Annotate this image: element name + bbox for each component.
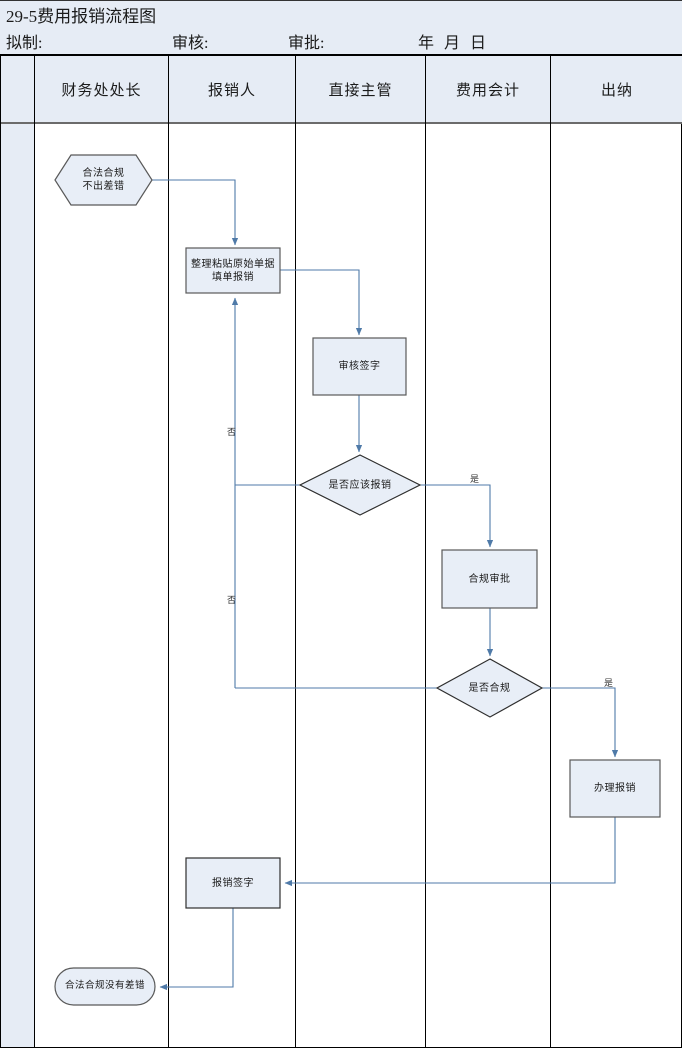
lane-stub <box>1 56 35 1047</box>
edge-label-no-upper: 否 <box>227 427 237 437</box>
field-approve: 审批: <box>288 35 325 52</box>
node-end-label: 合法合规没有差错 <box>64 981 145 991</box>
edge-label-yes-should: 是 <box>470 474 480 484</box>
node-pay-label: 办理报销 <box>594 783 636 794</box>
page-title: 29-5费用报销流程图 <box>6 7 157 26</box>
edge-label-yes-compliant: 是 <box>604 678 614 688</box>
lane-header-stub <box>1 56 34 124</box>
node-should-label: 是否应该报销 <box>328 479 392 491</box>
node-approval-label: 合规审批 <box>468 573 511 585</box>
lane-header-supervisor: 直接主管 <box>296 56 425 124</box>
node-sign-label: 审核签字 <box>338 361 381 372</box>
lane-supervisor: 直接主管 <box>296 56 426 1047</box>
field-date: 年 月 日 <box>418 35 490 52</box>
lane-header-cost-accountant: 费用会计 <box>426 56 550 124</box>
lane-claimant: 报销人 <box>169 56 296 1047</box>
lane-header-finance-director: 财务处处长 <box>35 56 168 124</box>
lane-header-cashier: 出纳 <box>551 56 682 124</box>
node-start-label: 合法合规 不出差错 <box>82 168 125 192</box>
lane-cost-accountant: 费用会计 <box>426 56 551 1047</box>
swimlane-table: 财务处处长 报销人 直接主管 费用会计 出纳 <box>0 56 682 1048</box>
field-review: 审核: <box>172 35 209 52</box>
lane-cashier: 出纳 <box>551 56 682 1047</box>
field-draft: 拟制: <box>6 35 43 52</box>
node-receipt-label: 报销签字 <box>212 877 254 889</box>
edge-label-no-lower: 否 <box>227 595 237 605</box>
node-compliant-label: 是否合规 <box>468 682 511 694</box>
document-header: 29-5费用报销流程图 拟制: 审核: 审批: 年 月 日 <box>0 0 682 56</box>
header-fields: 拟制: 审核: 审批: 年 月 日 <box>6 29 676 55</box>
lane-header-claimant: 报销人 <box>169 56 295 124</box>
node-prepare-label: 整理粘贴原始单据 填单报销 <box>191 258 275 283</box>
lane-finance-director: 财务处处长 <box>35 56 169 1047</box>
